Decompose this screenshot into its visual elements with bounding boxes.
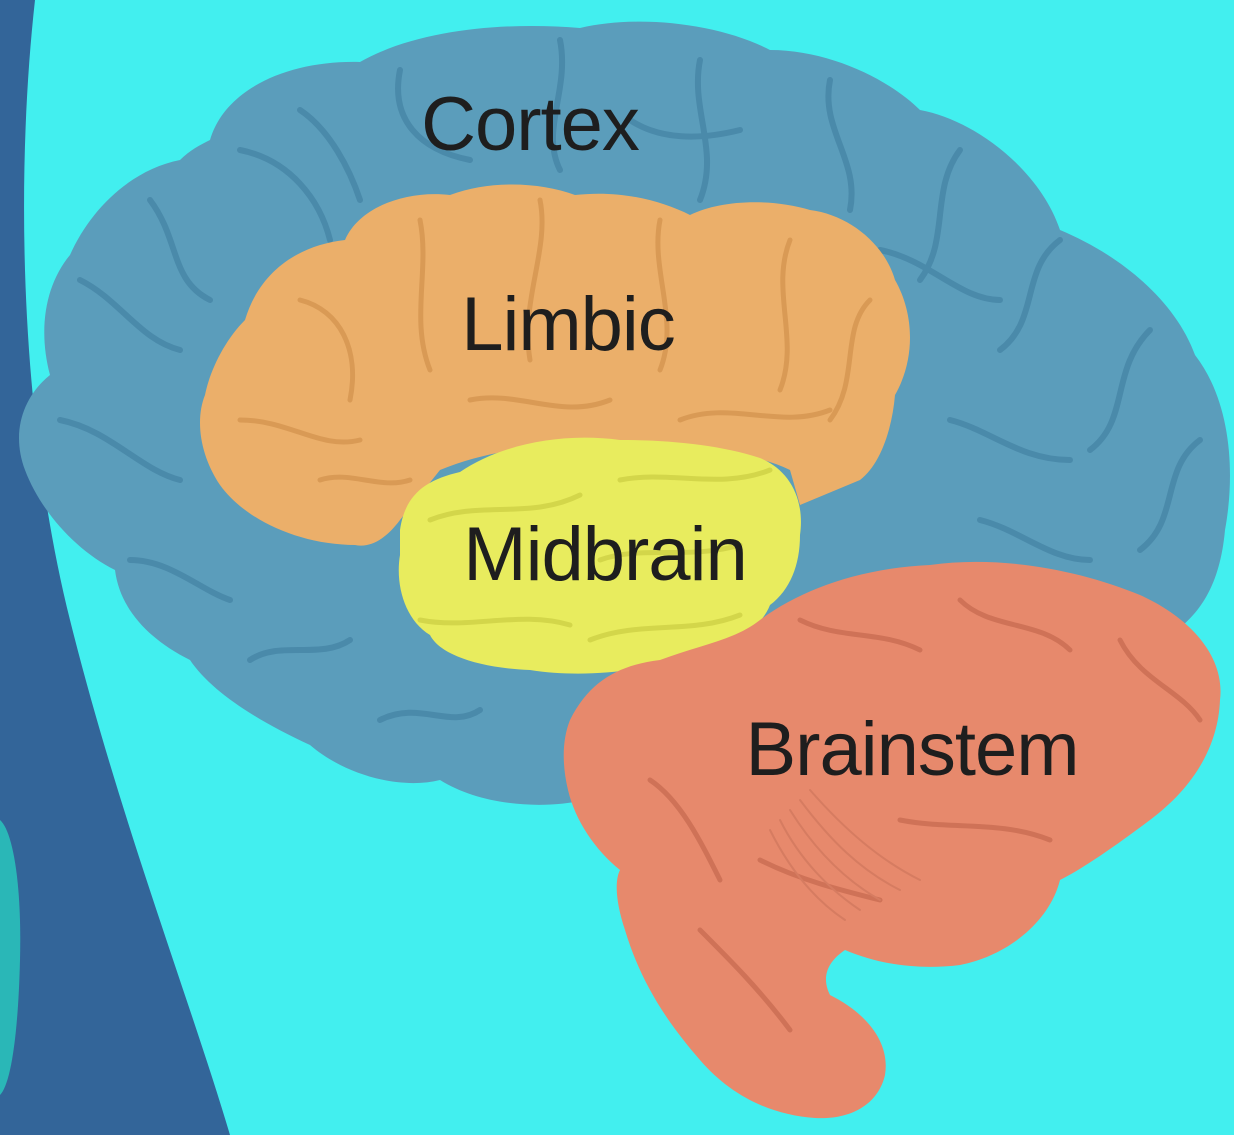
brainstem-label: Brainstem xyxy=(745,707,1078,792)
midbrain-label: Midbrain xyxy=(463,512,746,597)
limbic-label: Limbic xyxy=(461,282,675,367)
cortex-label: Cortex xyxy=(421,82,640,167)
